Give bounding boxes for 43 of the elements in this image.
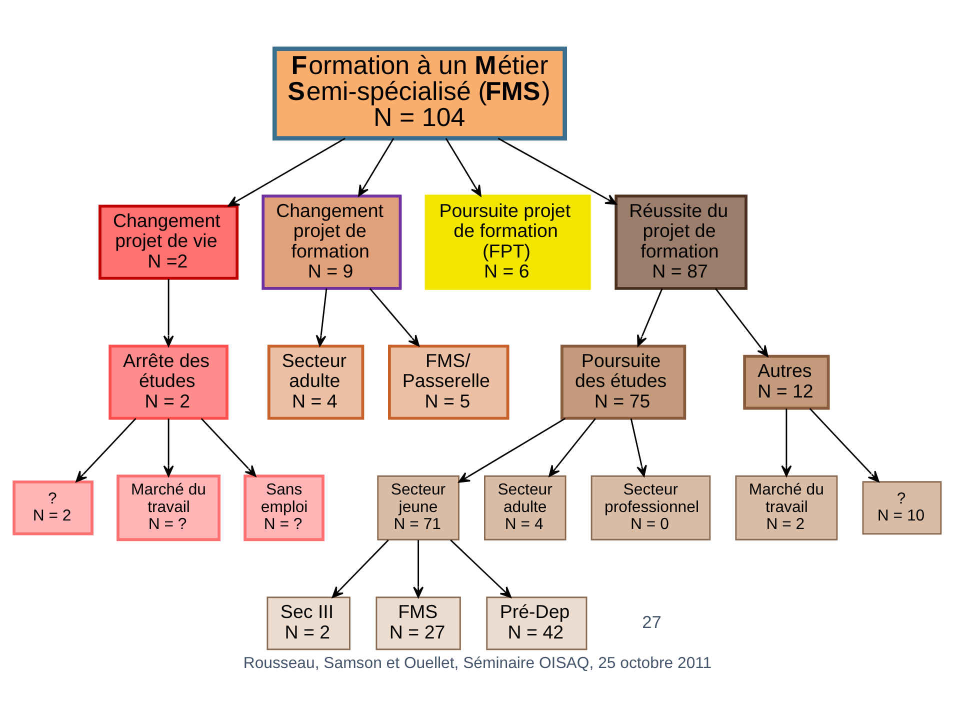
- caption: Rousseau, Samson et Ouellet, Séminaire OISAQ, 25 octobre 2011: [243, 654, 712, 672]
- arrow: [200, 418, 256, 476]
- node-box: FMS N = 27: [376, 596, 461, 650]
- arrow: [715, 288, 768, 356]
- node-box: Marché du travail N = 2: [735, 474, 838, 540]
- node-box: Changement projet de vie N =2: [98, 204, 239, 280]
- node-box: Formation à un Métier Semi-spécialisé (FMS) N = 104: [272, 46, 567, 140]
- node-box: ? N = 2: [12, 480, 94, 535]
- arrow: [445, 137, 482, 196]
- arrow: [76, 418, 136, 482]
- node-box: FMS/ Passerelle N = 5: [388, 344, 510, 420]
- node-box: Sans emploi N = ?: [244, 474, 324, 541]
- label: 27: [642, 611, 662, 632]
- node-box: Pré-Dep N = 42: [486, 596, 588, 650]
- node-box: Poursuite des études N = 75: [560, 344, 686, 420]
- arrow: [332, 539, 389, 598]
- node-box: Secteur jeune N = 71: [377, 474, 460, 540]
- node-box: Marché du travail N = ?: [116, 474, 221, 541]
- node-box: Poursuite projet de formation (FPT) N = 6: [424, 194, 591, 290]
- arrow: [781, 408, 792, 476]
- arrow: [228, 137, 346, 206]
- node-box: ? N = 10: [862, 480, 942, 534]
- arrow: [163, 278, 174, 346]
- node-box: Changement projet de formation N = 9: [262, 194, 402, 290]
- node-box: Autres N = 12: [743, 354, 830, 410]
- arrow: [637, 288, 663, 346]
- node-box: Arrête des études N = 2: [108, 344, 228, 420]
- arrow: [458, 417, 566, 482]
- arrow: [498, 137, 617, 204]
- arrow: [809, 408, 880, 482]
- arrow: [358, 137, 394, 196]
- arrow: [548, 418, 596, 476]
- node-box: Sec III N = 2: [266, 596, 350, 650]
- node-box: Secteur adulte N = 4: [267, 344, 364, 420]
- arrow: [413, 540, 424, 598]
- arrow: [450, 539, 512, 598]
- arrow: [316, 288, 328, 346]
- arrow: [369, 288, 420, 346]
- node-box: Secteur adulte N = 4: [484, 474, 566, 540]
- arrow: [630, 418, 647, 476]
- node-box: Réussite du projet de formation N = 87: [614, 194, 748, 290]
- node-box: Secteur professionnel N = 0: [590, 474, 711, 540]
- arrow: [163, 418, 174, 476]
